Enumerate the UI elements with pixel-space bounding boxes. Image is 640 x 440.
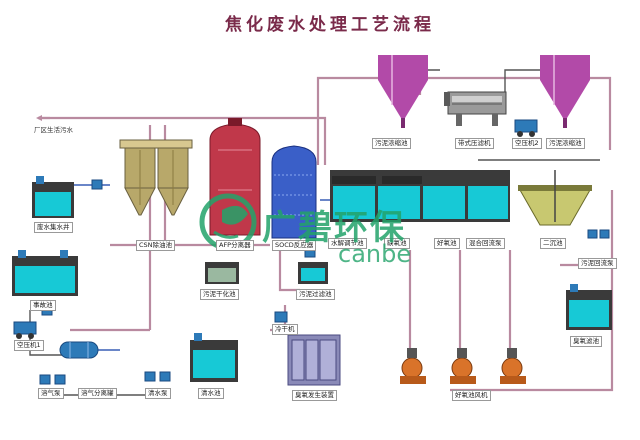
small-pumps [39,179,610,385]
pump-cooler [274,311,288,323]
csn-oil-separator [119,139,193,216]
pipe-top-loop [316,76,612,165]
label-ozone: 臭氧发生装置 [292,390,337,401]
pipe-right-vert [450,190,614,392]
wastewater-pit [32,176,74,218]
blower-1 [400,348,426,384]
label-clear-pump: 清水泵 [145,388,171,399]
label-anoxic: 缺氧池 [384,238,410,249]
secondary-clarifier [518,170,592,226]
ozone-generator [287,334,341,386]
blower-2 [450,348,476,384]
pump-dissolved-2 [54,374,66,385]
label-dissolved-separator: 溶气分离罐 [78,388,117,399]
label-csn: CSN除油池 [136,240,176,251]
pump-sludge-return-2 [599,229,610,239]
label-mixing: 混合回流泵 [466,238,505,249]
pump-clear-1 [144,371,156,382]
label-sludge-filter: 污泥过滤池 [296,289,335,300]
blower-3 [500,348,526,384]
label-equalization: 水解调节池 [328,238,367,249]
air-compressor-1 [13,321,37,339]
watermark-brand: 广碧环保 [262,208,406,248]
pipelines [40,76,614,392]
pump-sludge-return-1 [587,229,598,239]
socd-reactor [271,145,317,239]
pipe-top-press-link-2 [504,69,540,95]
belt-press-machine [444,91,507,126]
watermark-latin: canbe [338,240,412,268]
sludge-filter-tank [298,262,328,284]
label-accident: 事故池 [30,300,56,311]
label-dissolved-pump: 溶气泵 [38,388,64,399]
label-filter-tank: 臭氧滤池 [570,336,602,347]
right-filter-tank [566,284,612,330]
label-secondary: 二沉池 [540,238,566,249]
pipe-inlet-main [40,116,327,165]
treatment-tank-train [330,170,510,222]
label-sludge-thickener-right: 污泥浓缩池 [546,138,585,149]
label-sludge-dry: 污泥干化池 [200,289,239,300]
label-sludge-thickener-top: 污泥浓缩池 [372,138,411,149]
diagram-title: 焦化废水处理工艺流程 [225,15,435,35]
sludge-thickener-top [378,55,428,128]
label-clear-tank: 清水池 [198,388,224,399]
inlet-arrow [36,115,50,121]
label-wastewater-pit: 废水集水井 [34,222,73,233]
label-afp: AFP分离器 [216,240,254,251]
aeration-blowers [400,348,526,384]
label-cooler: 冷干机 [272,324,298,335]
pipe-socd-down [278,240,300,292]
air-compressor-2 [514,119,538,137]
label-air-compressor-2: 空压机2 [512,138,542,149]
pump-clear-2 [159,371,171,382]
accident-tank [12,250,78,296]
pump-dissolved-1 [39,374,51,385]
label-sludge-return: 污泥回流泵 [578,258,617,269]
sludge-thickener-right [540,55,590,128]
sludge-dry-bed [205,262,239,284]
label-belt-press: 带式压滤机 [455,138,494,149]
pump-pit [91,179,103,190]
clear-water-tank [190,333,238,382]
label-air-compressor-1: 空压机1 [14,340,44,351]
dissolved-air-separator [59,341,99,359]
inlet-label: 厂区生活污水 [34,126,73,134]
label-aerobic: 好氧池 [434,238,460,249]
label-socd: SOCD反应器 [272,240,317,251]
label-blower: 好氧池风机 [452,390,491,401]
